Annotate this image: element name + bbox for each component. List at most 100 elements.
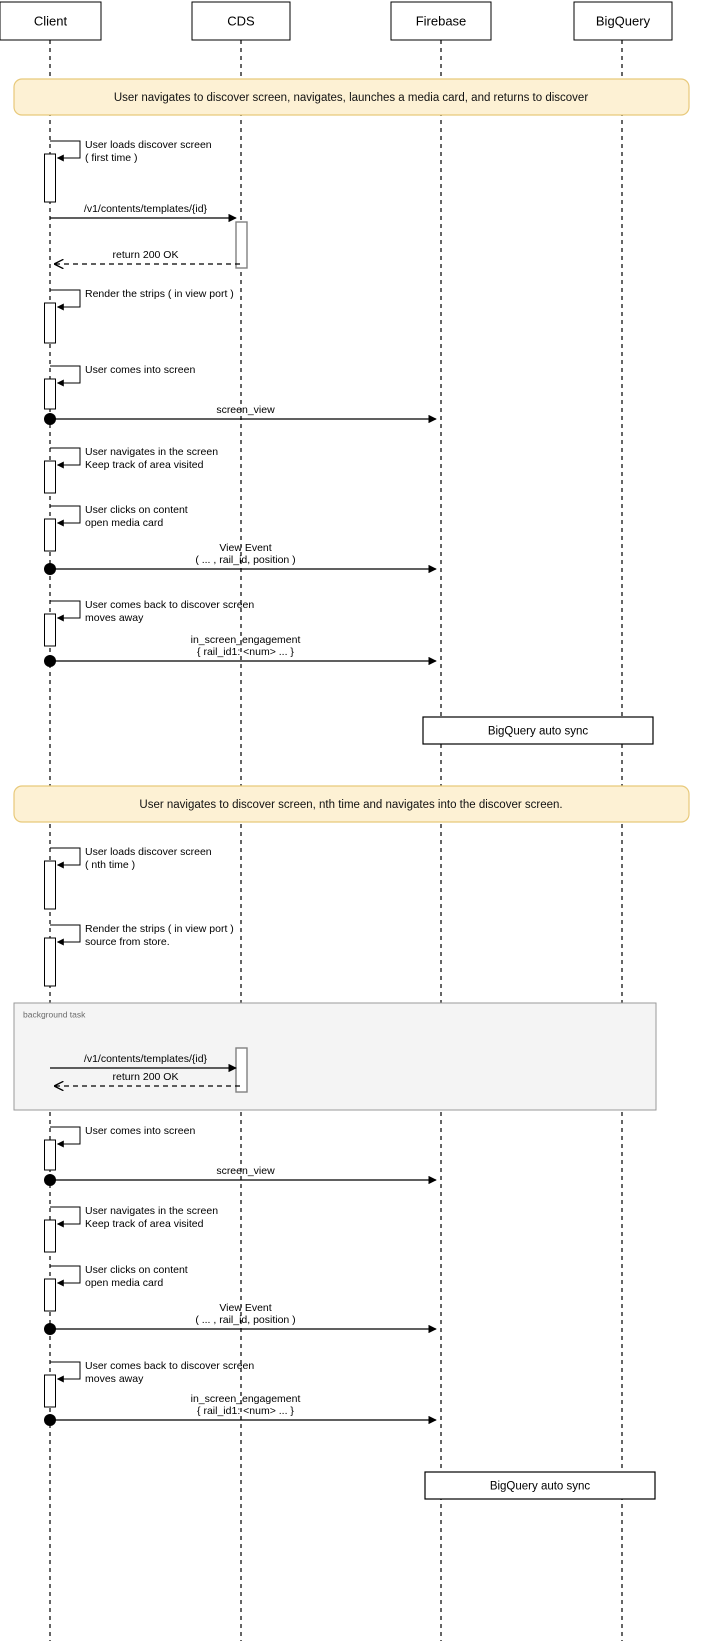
message-label: View Event [219,1302,271,1314]
message-origin-ball [44,1414,56,1426]
message-origin-ball [44,413,56,425]
message-origin-ball [44,1323,56,1335]
notes-layer: User navigates to discover screen, navig… [13,78,690,823]
background-task-frame: background task [13,1002,657,1111]
note-1: User navigates to discover screen, navig… [13,78,690,116]
self-12: User comes back to discover screenmoves … [44,1360,254,1408]
message-label: { rail_id1: <num> ... } [197,1405,294,1417]
self-message-label: User comes into screen [85,1125,195,1137]
message-label: in_screen_engagement [191,1393,301,1405]
self-message-label: open media card [85,517,163,529]
participant-label-firebase: Firebase [416,13,467,28]
note-text: User navigates to discover screen, navig… [114,92,588,104]
self-message-label: Keep track of area visited [85,459,204,471]
self-message-path [50,847,81,869]
self-8: Render the strips ( in view port )source… [44,923,234,987]
msg-6: /v1/contents/templates/{id} [50,1053,237,1073]
participant-header-cds[interactable]: CDS [191,1,291,41]
self-message-label: User clicks on content [85,504,188,516]
self-message-label: Keep track of area visited [85,1218,204,1230]
self-message-label: User navigates in the screen [85,1205,218,1217]
message-origin-ball [44,1174,56,1186]
participant-header-client[interactable]: Client [0,1,102,41]
message-label: screen_view [216,404,275,416]
sync-1: BigQuery auto sync [422,716,654,745]
message-label: View Event [219,542,271,554]
message-label: in_screen_engagement [191,634,301,646]
activation-bar [44,613,56,647]
self-message-path [50,505,81,527]
self-message-label: ( nth time ) [85,859,135,871]
lifelines-layer [49,40,623,1641]
activation-bar [44,378,56,410]
self-message-path [50,365,81,387]
msg-2: return 200 OK [55,249,240,264]
self-message-path [50,140,81,162]
msg-8: screen_view [44,1165,437,1186]
self-message-label: User comes back to discover screen [85,1360,254,1372]
self-message-path [50,289,81,311]
self-message-label: User clicks on content [85,1264,188,1276]
self-9: User comes into screen [44,1125,195,1171]
self-3: User comes into screen [44,364,195,410]
participant-box-cds [191,1,291,41]
activation-bar [44,860,56,910]
msg-10: in_screen_engagement{ rail_id1: <num> ..… [44,1393,437,1426]
message-label: { rail_id1: <num> ... } [197,646,294,658]
activation-bar [44,937,56,987]
message-label: ( ... , rail_id, position ) [195,554,295,566]
msg-9: View Event( ... , rail_id, position ) [44,1302,437,1335]
msg-4: View Event( ... , rail_id, position ) [44,542,437,575]
cds-act-1 [235,221,248,269]
frame-rect [13,1002,657,1111]
self-message-path [50,1265,81,1287]
sync-box-label: BigQuery auto sync [488,726,589,738]
activation-bar [44,1219,56,1253]
self-message-path [50,600,81,622]
self-6: User comes back to discover screenmoves … [44,599,254,647]
self-message-label: User comes into screen [85,364,195,376]
sync-box-rect [422,716,654,745]
self-message-label: User loads discover screen [85,139,212,151]
sync-box-rect [424,1471,656,1500]
self-7: User loads discover screen( nth time ) [44,846,212,910]
self-message-path [50,1126,81,1148]
self-message-label: Render the strips ( in view port ) [85,923,234,935]
msg-1: /v1/contents/templates/{id} [50,203,237,223]
note-2: User navigates to discover screen, nth t… [13,785,690,823]
participant-box-bigquery [573,1,673,41]
self-message-label: source from store. [85,936,170,948]
participant-header-bigquery[interactable]: BigQuery [573,1,673,41]
msg-3: screen_view [44,404,437,425]
activation-bar [44,302,56,344]
self-message-label: ( first time ) [85,152,138,164]
activation-bar [44,518,56,552]
message-origin-ball [44,563,56,575]
activation-bar [44,1278,56,1312]
self-message-label: Render the strips ( in view port ) [85,288,234,300]
message-label: ( ... , rail_id, position ) [195,1314,295,1326]
message-label: screen_view [216,1165,275,1177]
message-label: return 200 OK [113,249,179,261]
msg-5: in_screen_engagement{ rail_id1: <num> ..… [44,634,437,667]
message-label: return 200 OK [113,1071,179,1083]
message-label: /v1/contents/templates/{id} [84,1053,208,1065]
self-message-label: open media card [85,1277,163,1289]
self-message-path [50,1361,81,1383]
activation-bar [44,153,56,203]
self-2: Render the strips ( in view port ) [44,288,234,344]
self-message-label: User loads discover screen [85,846,212,858]
participant-header-firebase[interactable]: Firebase [390,1,492,41]
self-message-path [50,1206,81,1228]
message-origin-ball [44,655,56,667]
self-1: User loads discover screen( first time ) [44,139,212,203]
self-message-label: User comes back to discover screen [85,599,254,611]
activations-layer: User loads discover screen( first time )… [44,139,254,1408]
participant-label-client: Client [34,13,68,28]
